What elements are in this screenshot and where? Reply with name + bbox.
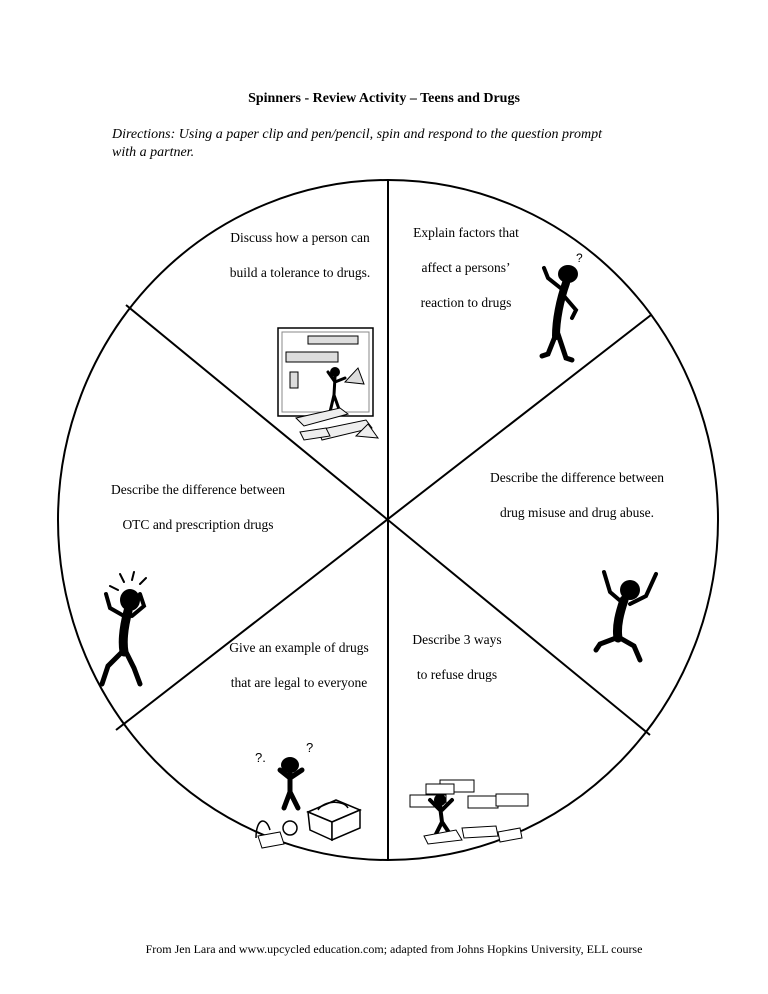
prompt-line: Describe the difference between — [489, 470, 665, 485]
prompt-line: that are legal to everyone — [230, 675, 368, 690]
footer-credit: From Jen Lara and www.upcycled education… — [145, 942, 643, 956]
prompt-line: affect a persons’ — [421, 260, 511, 275]
directions-line-1: Directions: Using a paper clip and pen/p… — [112, 127, 602, 142]
lifting-figure-icon — [409, 779, 529, 845]
segment-prompt-misuse: Describe the difference between drug mis… — [472, 460, 682, 530]
svg-text:?: ? — [576, 251, 583, 265]
segment-prompt-refuse: Describe 3 ways to refuse drugs — [392, 622, 522, 692]
segment-prompt-legal: Give an example of drugs that are legal … — [206, 630, 392, 700]
page-title: Spinners - Review Activity – Teens and D… — [248, 91, 520, 106]
segment-prompt-factors: Explain factors that affect a persons’ r… — [396, 215, 536, 320]
directions: Directions: Using a paper clip and pen/p… — [112, 126, 672, 162]
presenter-figure-icon — [277, 327, 380, 441]
segment-prompt-otc: Describe the difference between OTC and … — [92, 472, 304, 542]
prompt-line: Discuss how a person can — [230, 230, 370, 245]
svg-text:?.: ?. — [255, 750, 266, 765]
directions-line-2: with a partner. — [112, 145, 195, 160]
prompt-line: OTC and prescription drugs — [122, 517, 274, 532]
prompt-line: Describe 3 ways — [412, 632, 502, 647]
confused-figure-icon — [99, 571, 147, 687]
prompt-line: to refuse drugs — [416, 667, 498, 682]
thinking-figure-icon: ? — [539, 251, 583, 363]
svg-text:?: ? — [306, 740, 313, 755]
prompt-line: drug misuse and drug abuse. — [499, 505, 655, 520]
prompt-line: reaction to drugs — [420, 295, 512, 310]
prompt-line: Give an example of drugs — [229, 640, 369, 655]
puzzled-figure-icon: ?. ? — [255, 740, 362, 849]
prompt-line: Describe the difference between — [110, 482, 286, 497]
segment-prompt-tolerance: Discuss how a person can build a toleran… — [212, 220, 388, 290]
prompt-line: build a tolerance to drugs. — [229, 265, 371, 280]
jumping-figure-icon — [593, 570, 658, 663]
divider-diagonal-2 — [115, 314, 652, 731]
prompt-line: Explain factors that — [413, 225, 519, 240]
